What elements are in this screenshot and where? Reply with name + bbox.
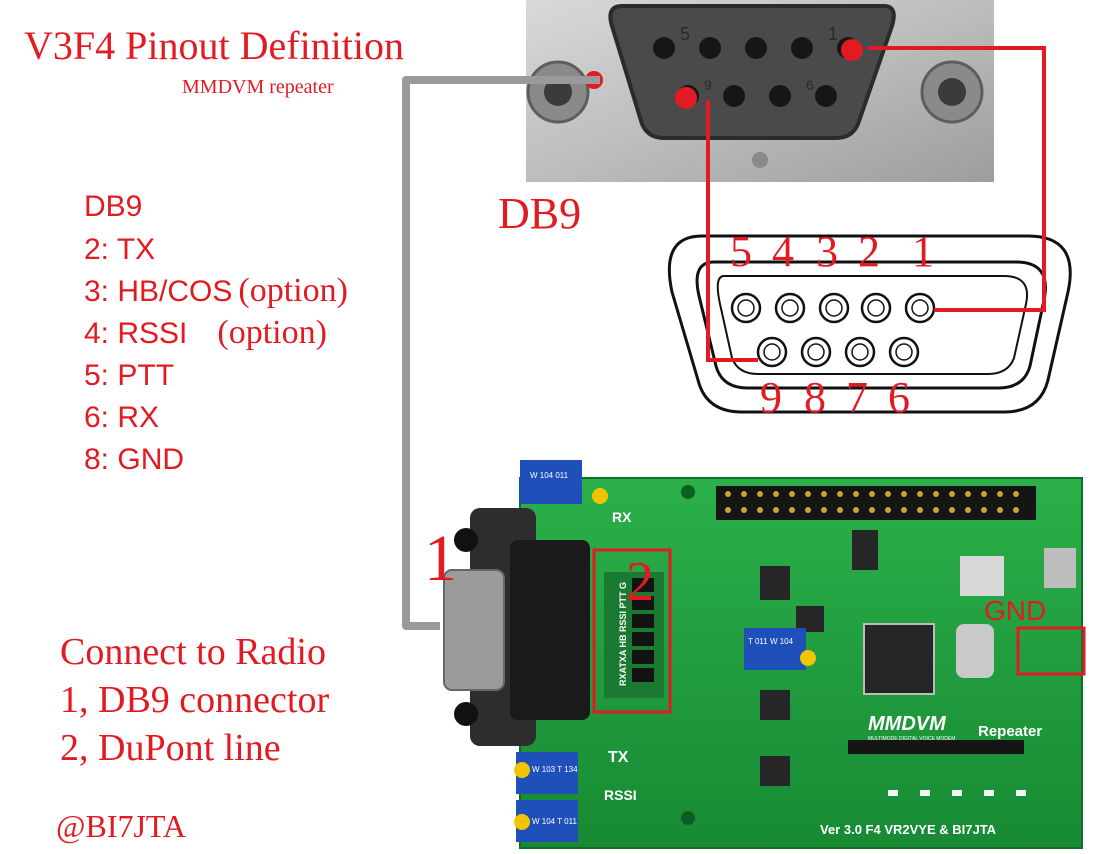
- photo-pin1-label: 1: [828, 24, 838, 44]
- pot-3-label: W 103 T 134: [532, 765, 578, 774]
- photo-pin5-label: 5: [680, 24, 690, 44]
- conn-top-number: 5: [730, 227, 752, 276]
- board-tx-label: TX: [608, 749, 629, 766]
- pin-list-item-note: (option): [238, 272, 348, 309]
- red-wire-pin1: [868, 46, 1046, 312]
- conn-top-number: 1: [912, 227, 934, 276]
- board-rx-label: RX: [612, 509, 632, 525]
- gnd-label: GND: [984, 595, 1046, 626]
- photo-pin9-label: 9: [704, 77, 712, 93]
- conn-bottom-number: 8: [804, 373, 826, 422]
- board-rssi-label: RSSI: [604, 787, 637, 803]
- pin-list-item-text: 6: RX: [84, 401, 160, 434]
- db9-photo-label: DB9: [498, 189, 582, 238]
- photo-pin6-label: 6: [806, 77, 814, 93]
- mcu-chip: [863, 623, 935, 695]
- connect-heading: Connect to Radio: [60, 631, 326, 673]
- trim-pot-3: [514, 752, 578, 794]
- dupont-callout-box: [592, 548, 672, 714]
- pin-list-heading: DB9: [84, 190, 143, 223]
- trim-pot-4: [514, 800, 578, 842]
- pot-1-label: W 104 011: [530, 471, 569, 480]
- pin-list-item: 6: RX: [84, 396, 348, 438]
- conn-bottom-number: 6: [888, 373, 910, 422]
- board-logo-sub: MULTIMODE DIGITAL VOICE MODEM: [868, 736, 955, 742]
- pin-list-item: 8: GND: [84, 438, 348, 480]
- pin-list-item-text: 5: PTT: [84, 359, 175, 392]
- callout-1: 1: [424, 522, 457, 595]
- db9-connector-drawing: 5 4 3 2 1 9 8 7 6: [667, 227, 1072, 422]
- trim-pot-1: [520, 460, 608, 504]
- pin-list-item: 5: PTT: [84, 354, 348, 396]
- pin1-marker: [841, 39, 863, 61]
- red-wire-pin9: [706, 100, 758, 362]
- pin-list-item-text: 8: GND: [84, 443, 185, 476]
- mmdvm-board: RX TX RSSI RXATXA HB RSSI PTT G MMDVM MU…: [443, 460, 1083, 849]
- gray-wire: [402, 76, 600, 630]
- callout-2: 2: [626, 551, 654, 613]
- pin-list-item: 4: RSSI (option): [84, 312, 348, 354]
- db9-photo: 5 1 9 6: [526, 0, 994, 182]
- pin-list-item-note: (option): [217, 314, 327, 351]
- pin-list-item: 2: TX: [84, 228, 348, 270]
- pin9-marker: [675, 87, 697, 109]
- conn-top-number: 3: [816, 227, 838, 276]
- conn-bottom-number: 9: [760, 373, 782, 422]
- page-subtitle: MMDVM repeater: [182, 76, 334, 98]
- conn-top-number: 2: [858, 227, 880, 276]
- connect-line: 2, DuPont line: [60, 727, 281, 769]
- connect-section: Connect to Radio 1, DB9 connector 2, DuP…: [60, 628, 329, 772]
- board-name: Repeater: [978, 723, 1042, 740]
- board-header-label: RXATXA HB RSSI PTT G: [618, 582, 628, 686]
- pin-list: DB9 2: TX 3: HB/COS(option) 4: RSSI(opti…: [84, 186, 348, 480]
- pin-list-item-text: 2: TX: [84, 233, 156, 266]
- page-title: V3F4 Pinout Definition: [24, 23, 405, 68]
- trim-pot-2: [744, 628, 816, 670]
- pin-list-item-text: 4: RSSI: [84, 317, 188, 350]
- board-version: Ver 3.0 F4 VR2VYE & BI7JTA: [820, 822, 997, 837]
- connect-line: 1, DB9 connector: [60, 679, 330, 721]
- conn-bottom-number: 7: [846, 373, 868, 422]
- conn-top-number: 4: [772, 227, 794, 276]
- gnd-callout-box: [1016, 626, 1086, 676]
- board-logo: MMDVM: [868, 713, 947, 735]
- pot-4-label: W 104 T 011: [532, 817, 577, 826]
- author-credit: @BI7JTA: [56, 808, 187, 844]
- pin-list-item: 3: HB/COS(option): [84, 270, 348, 312]
- pin-list-item-text: 3: HB/COS: [84, 275, 233, 308]
- pot-2-label: T 011 W 104: [748, 637, 794, 646]
